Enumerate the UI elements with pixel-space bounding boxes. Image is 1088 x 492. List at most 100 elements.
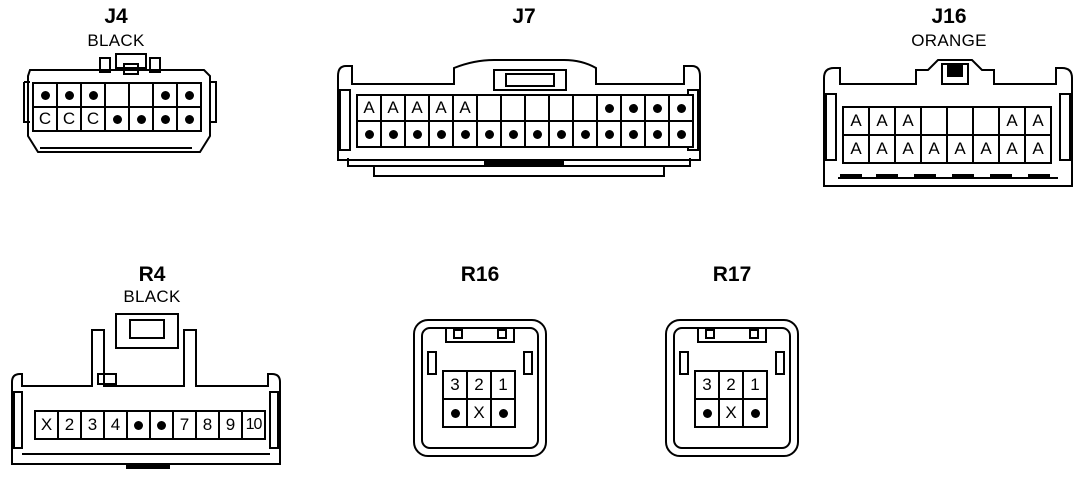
pin-dot-icon (556, 129, 566, 139)
pin-dot-icon (112, 114, 122, 124)
pin-dot-icon (136, 114, 146, 124)
pin-label: 9 (220, 412, 241, 438)
pin-label: C (82, 108, 104, 130)
pin-empty (130, 84, 152, 106)
pin-label: A (382, 96, 404, 120)
pin-dot (598, 96, 620, 120)
pin-dot (696, 400, 718, 426)
pin-label: 1 (492, 372, 514, 398)
pin-dot-icon (160, 114, 170, 124)
connector-title: J4 (104, 5, 128, 28)
pin-dot-icon (652, 129, 662, 139)
connector-housing-outline (337, 59, 701, 177)
pin-label: A (454, 96, 476, 120)
pin-dot-icon (157, 420, 166, 430)
connector-housing-outline (23, 53, 217, 153)
pin-dot-icon (652, 103, 662, 113)
pin-dot-icon (64, 90, 74, 100)
pin-label: A (974, 136, 998, 162)
pin-label: A (922, 136, 946, 162)
pin-label: 2 (468, 372, 490, 398)
pin-dot-icon (508, 129, 518, 139)
pin-label: 10 (243, 412, 264, 438)
pin-dot-icon (436, 129, 446, 139)
pin-empty (478, 96, 500, 120)
pin-dot (406, 122, 428, 146)
pin-empty (526, 96, 548, 120)
pin-label: A (430, 96, 452, 120)
connector-color-label: BLACK (123, 287, 181, 306)
pin-dot-icon (532, 129, 542, 139)
connector-title: R16 (460, 263, 500, 286)
pin-dot (622, 96, 644, 120)
pin-label: 1 (744, 372, 766, 398)
pin-dot (550, 122, 572, 146)
pin-dot-icon (676, 103, 686, 113)
pin-dot (358, 122, 380, 146)
pin-empty (106, 84, 128, 106)
pin-dot (574, 122, 596, 146)
pin-dot (622, 122, 644, 146)
pin-empty (974, 108, 998, 134)
pin-dot-icon (450, 408, 460, 418)
pin-dot (454, 122, 476, 146)
pin-dot-icon (484, 129, 494, 139)
pin-label: A (1026, 136, 1050, 162)
pin-label: A (406, 96, 428, 120)
pin-dot (492, 400, 514, 426)
pin-dot (154, 84, 176, 106)
pin-label: X (36, 412, 57, 438)
pin-label: A (844, 136, 868, 162)
pin-dot (178, 108, 200, 130)
pin-empty (948, 108, 972, 134)
pin-dot-icon (498, 408, 508, 418)
pin-dot-icon (184, 90, 194, 100)
pin-dot-icon (88, 90, 98, 100)
pin-label: A (870, 136, 894, 162)
pin-label: X (468, 400, 490, 426)
pin-label: A (896, 108, 920, 134)
pin-dot (502, 122, 524, 146)
pin-label: 4 (105, 412, 126, 438)
pin-empty (550, 96, 572, 120)
pin-dot (430, 122, 452, 146)
pin-dot (526, 122, 548, 146)
pin-label: 8 (197, 412, 218, 438)
pin-label: 3 (696, 372, 718, 398)
pin-dot (154, 108, 176, 130)
pin-dot-icon (604, 103, 614, 113)
pin-dot (34, 84, 56, 106)
pin-dot-icon (412, 129, 422, 139)
connector-color-label: BLACK (87, 31, 145, 50)
pin-dot-icon (580, 129, 590, 139)
connector-housing-outline (665, 319, 799, 457)
connector-title: R17 (712, 263, 752, 286)
pin-dot-icon (702, 408, 712, 418)
pin-dot-icon (134, 420, 143, 430)
pin-dot (598, 122, 620, 146)
pin-dot (151, 412, 172, 438)
pin-dot-icon (388, 129, 398, 139)
pin-dot-icon (460, 129, 470, 139)
pin-dot-icon (40, 90, 50, 100)
pin-dot (82, 84, 104, 106)
pin-dot (106, 108, 128, 130)
pin-label: 7 (174, 412, 195, 438)
pin-dot (130, 108, 152, 130)
connector-housing-outline (413, 319, 547, 457)
pin-label: X (720, 400, 742, 426)
pin-dot-icon (628, 103, 638, 113)
pin-dot (670, 122, 692, 146)
pin-dot (646, 96, 668, 120)
pin-label: A (1000, 108, 1024, 134)
